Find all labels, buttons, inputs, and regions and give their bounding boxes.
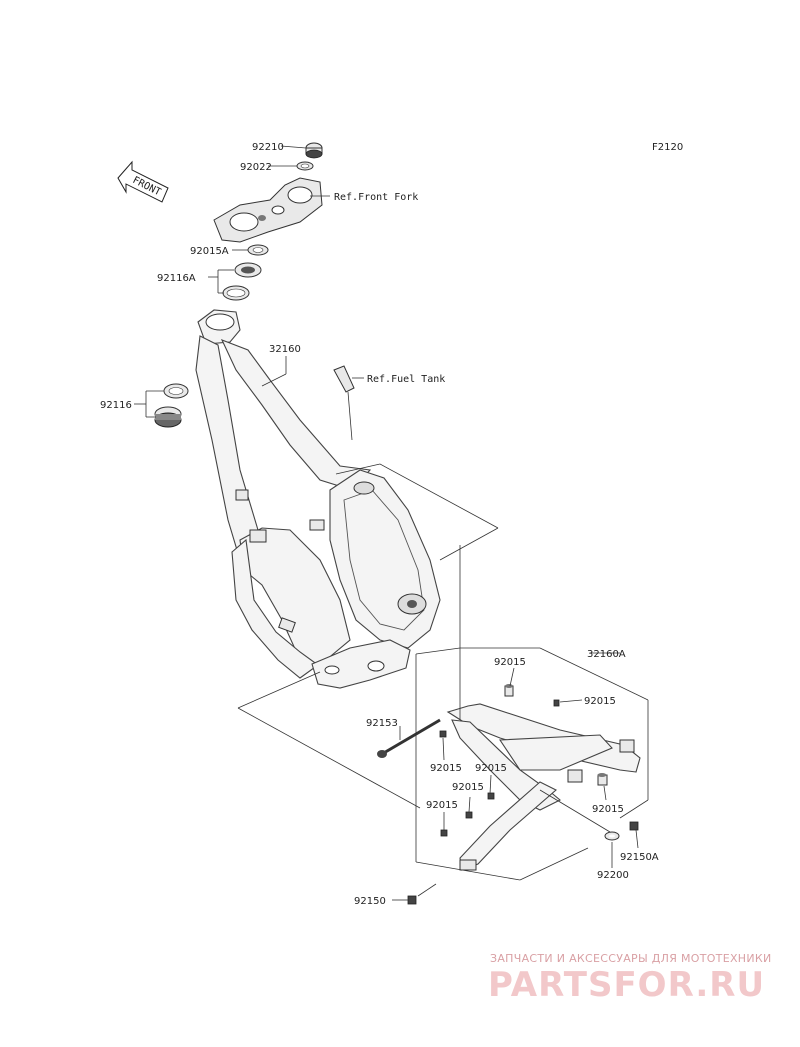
label-92200: 92200 <box>597 870 629 881</box>
washer-92200 <box>604 831 620 841</box>
label-92022: 92022 <box>240 162 272 173</box>
bolt-92150 <box>407 895 417 905</box>
long-bolt-92153 <box>377 718 441 758</box>
main-frame <box>195 309 441 689</box>
label-92150: 92150 <box>354 896 386 907</box>
bolt-92015-mid1 <box>487 792 495 800</box>
label-92015-mid1: 92015 <box>452 782 484 793</box>
bolt-92150A <box>629 821 639 831</box>
bolt-92015-top <box>504 684 514 697</box>
label-32160A: 32160A <box>587 649 626 660</box>
sub-frame <box>446 703 641 871</box>
ref-front-fork: Ref.Front Fork <box>334 192 418 203</box>
label-92015-right-top: 92015 <box>584 696 616 707</box>
upper-bearing-part <box>222 244 269 301</box>
bolt-92015-left <box>439 730 447 738</box>
diagram-code: F2120 <box>652 142 683 153</box>
label-92015-low: 92015 <box>426 800 458 811</box>
watermark-brand: PARTSFOR.RU <box>488 965 765 1005</box>
bolt-92015-low <box>440 829 448 837</box>
front-arrow-icon: FRONT <box>117 160 169 203</box>
label-92015-top: 92015 <box>494 657 526 668</box>
label-92015-left: 92015 <box>430 763 462 774</box>
washer-part <box>296 161 314 171</box>
stem-nut-part <box>305 142 323 159</box>
leader-lines <box>134 145 649 901</box>
label-92153: 92153 <box>366 718 398 729</box>
label-92116A: 92116A <box>157 273 196 284</box>
label-92210: 92210 <box>252 142 284 153</box>
bolt-92015-mid2 <box>465 811 473 819</box>
label-92150A: 92150A <box>620 852 659 863</box>
label-92116: 92116 <box>100 400 132 411</box>
upper-triple-clamp <box>213 177 323 243</box>
bolt-92015-right-low <box>597 773 608 786</box>
label-92015A: 92015A <box>190 246 229 257</box>
label-92015-mid2-upper: 92015 <box>475 763 507 774</box>
label-32160: 32160 <box>269 344 301 355</box>
lower-bearing-part <box>154 383 189 428</box>
bolt-92015-right-top <box>553 699 560 707</box>
fuel-tank-bracket <box>333 365 355 441</box>
label-92015-right-low: 92015 <box>592 804 624 815</box>
ref-fuel-tank: Ref.Fuel Tank <box>367 374 445 385</box>
watermark-tagline: ЗАПЧАСТИ И АКСЕССУАРЫ ДЛЯ МОТОТЕХНИКИ <box>490 952 772 965</box>
